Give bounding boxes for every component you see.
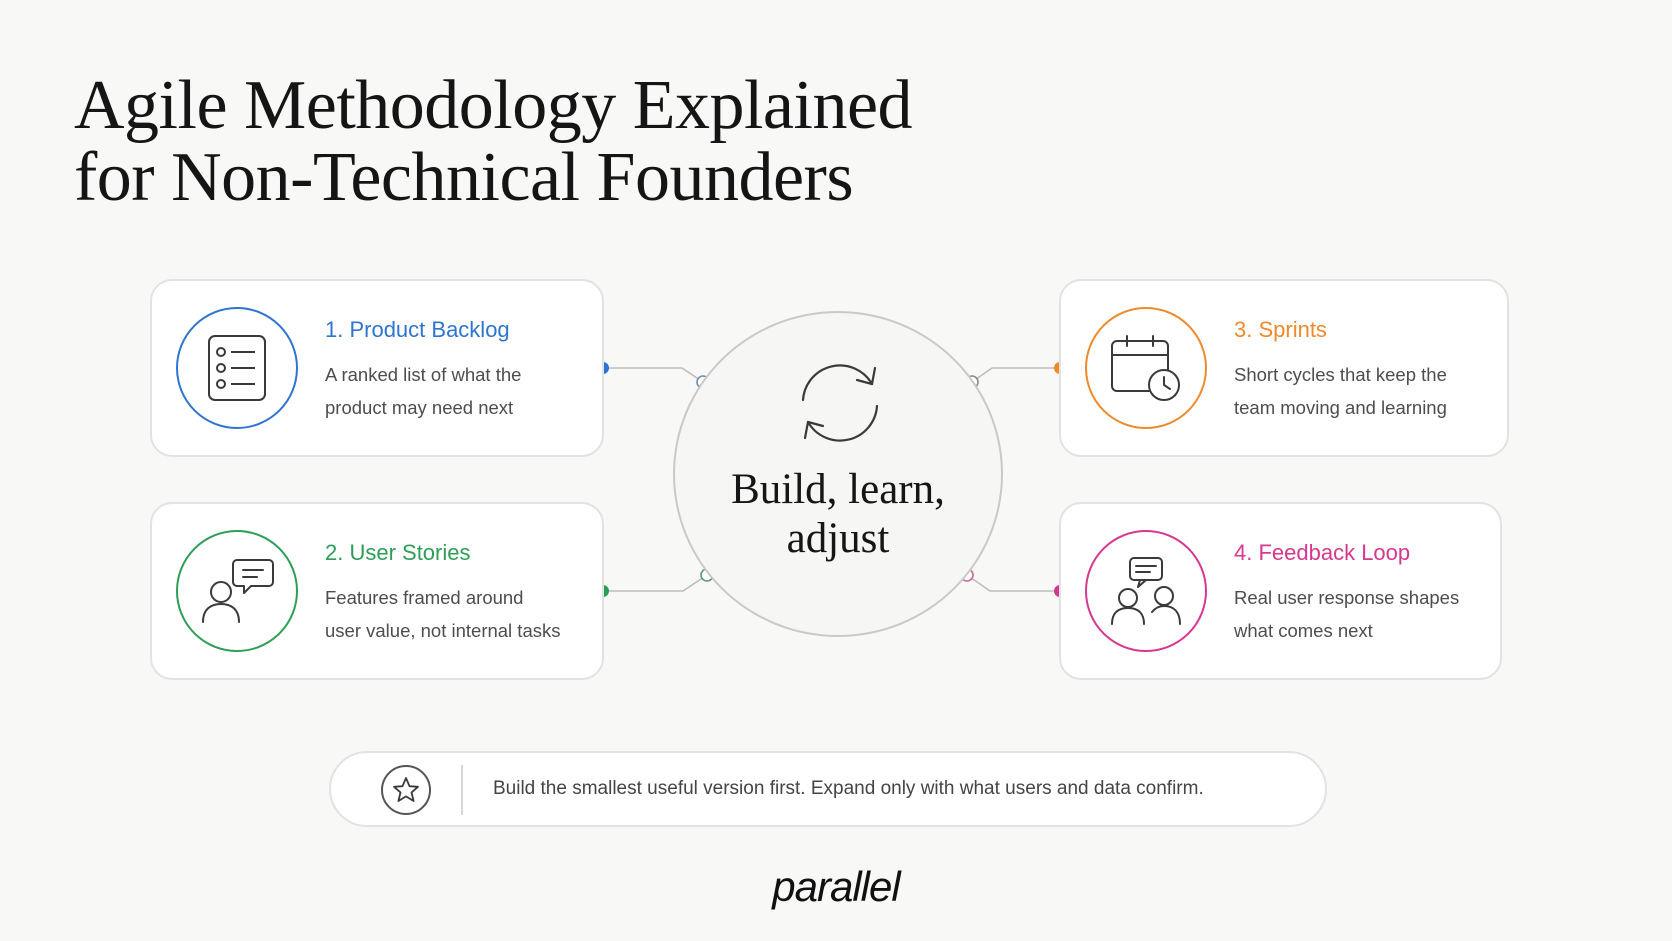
card-feedback-loop: 4. Feedback Loop Real user response shap… xyxy=(1059,502,1502,680)
card-heading: 2. User Stories xyxy=(325,540,471,565)
card-heading: 3. Sprints xyxy=(1234,317,1327,342)
card-description: Real user response shapes what comes nex… xyxy=(1234,581,1494,647)
star-icon xyxy=(393,777,419,802)
card-description-line-1: Short cycles that keep the xyxy=(1234,364,1447,385)
tip-divider xyxy=(461,765,463,815)
cycle-arrows-icon xyxy=(801,364,879,442)
card-icon-ring xyxy=(1085,307,1207,429)
group-chat-icon xyxy=(1111,557,1181,625)
hub-motto: Build, learn, adjust xyxy=(675,465,1001,563)
card-sprints: 3. Sprints Short cycles that keep the te… xyxy=(1059,279,1509,457)
card-description-line-2: team moving and learning xyxy=(1234,397,1447,418)
card-description-line-2: user value, not internal tasks xyxy=(325,620,561,641)
list-icon xyxy=(208,335,266,401)
card-icon-ring xyxy=(176,307,298,429)
card-description-line-1: A ranked list of what the xyxy=(325,364,522,385)
card-description: A ranked list of what the product may ne… xyxy=(325,358,585,424)
tip-text: Build the smallest useful version first.… xyxy=(493,778,1204,799)
card-description-line-2: what comes next xyxy=(1234,620,1373,641)
central-hub: Build, learn, adjust xyxy=(673,311,1003,637)
card-description-line-1: Features framed around xyxy=(325,587,524,608)
card-description-line-1: Real user response shapes xyxy=(1234,587,1460,608)
card-icon-ring xyxy=(1085,530,1207,652)
brand-logo: parallel xyxy=(772,863,900,910)
card-heading: 4. Feedback Loop xyxy=(1234,540,1411,565)
card-description: Short cycles that keep the team moving a… xyxy=(1234,358,1494,424)
card-user-stories: 2. User Stories Features framed around u… xyxy=(150,502,604,680)
hub-motto-line-2: adjust xyxy=(786,515,890,562)
card-icon-ring xyxy=(176,530,298,652)
page-title: Agile Methodology Explained for Non-Tech… xyxy=(74,67,913,216)
hub-motto-line-1: Build, learn, xyxy=(731,466,945,513)
card-product-backlog: 1. Product Backlog A ranked list of what… xyxy=(150,279,604,457)
card-heading: 1. Product Backlog xyxy=(325,317,510,342)
user-chat-icon xyxy=(202,559,274,623)
card-description-line-2: product may need next xyxy=(325,397,514,418)
title-line-1: Agile Methodology Explained xyxy=(74,67,913,144)
calendar-clock-icon xyxy=(1111,335,1180,401)
tip-banner: Build the smallest useful version first.… xyxy=(329,751,1327,827)
title-line-2: for Non-Technical Founders xyxy=(74,139,854,216)
card-description: Features framed around user value, not i… xyxy=(325,581,585,647)
star-icon-ring xyxy=(381,765,431,815)
